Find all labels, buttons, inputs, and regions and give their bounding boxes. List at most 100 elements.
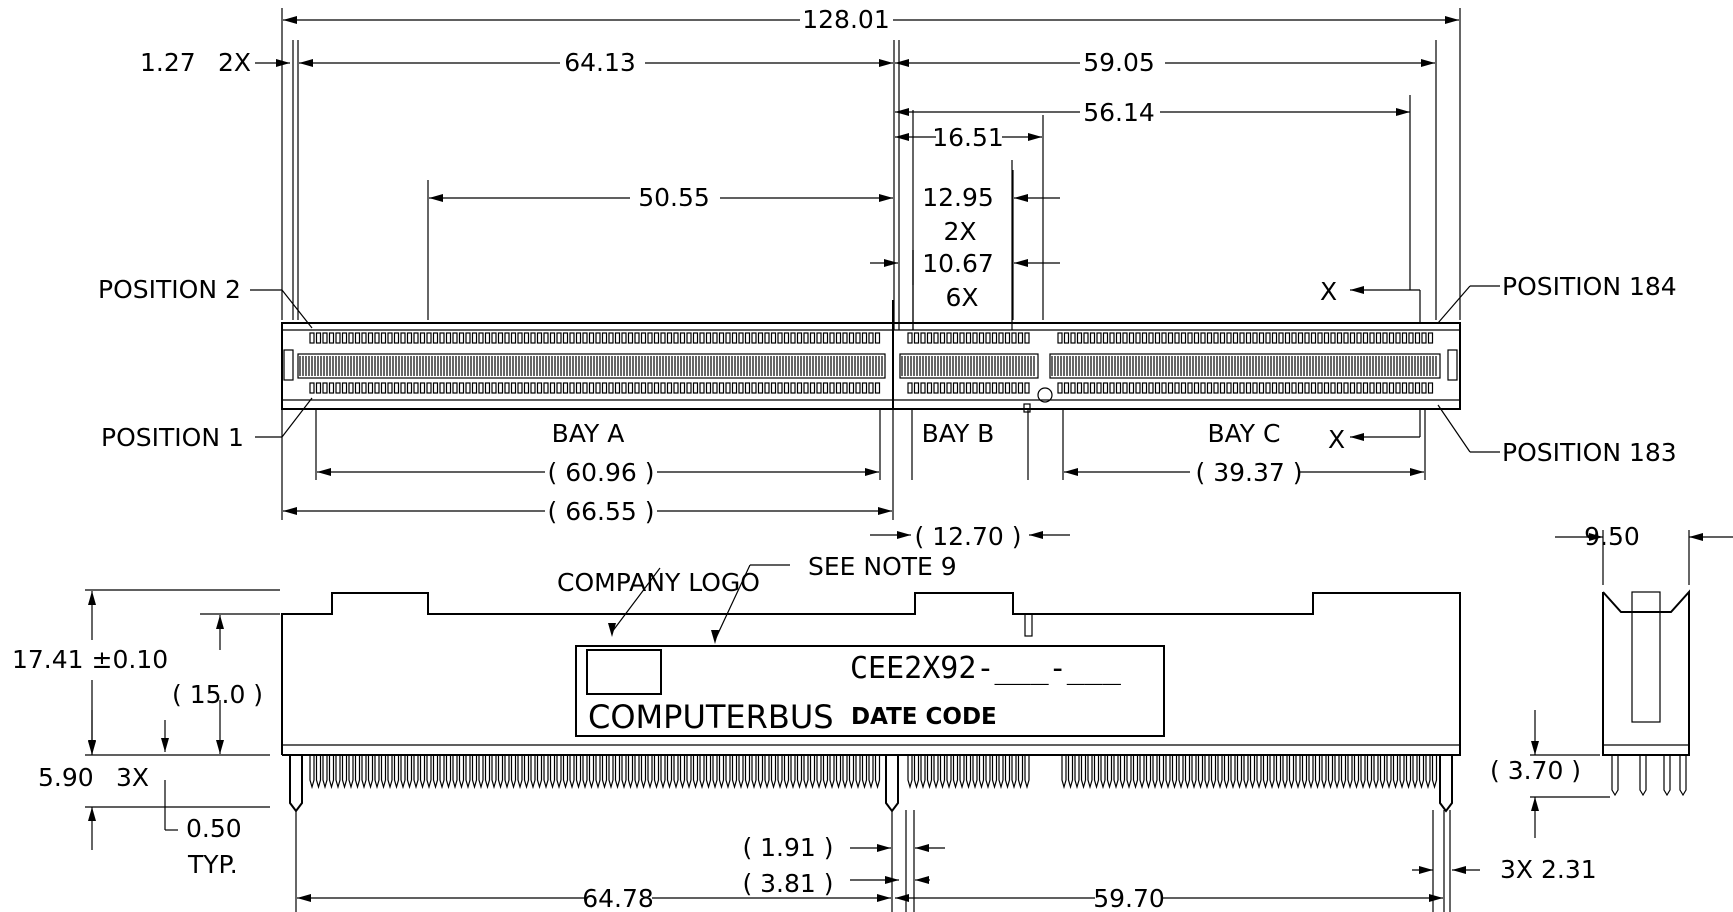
contact [335,382,341,394]
contact [562,332,569,344]
contact [946,332,952,344]
dimension-arrowhead [1589,533,1603,541]
contact [1343,332,1349,344]
pin [484,755,491,790]
front-post [1024,613,1033,637]
contact [712,382,718,394]
pin [1191,755,1197,790]
contact [530,332,536,344]
pin [491,755,497,790]
contact [991,332,998,344]
contact [705,382,712,394]
contact [374,332,380,344]
contact [1362,382,1369,394]
pin [1145,755,1152,790]
dim-bottom-right: 59.70 [1093,884,1165,912]
contact [1265,382,1271,394]
dim-qty-2x: 2X [943,217,976,246]
contact [419,332,426,344]
contact [1154,332,1161,344]
pin [1262,755,1269,790]
contact [608,332,614,344]
contact [1200,382,1206,394]
pin [406,755,413,790]
dim-12-95: 12.95 [922,183,994,212]
pin [1217,755,1223,790]
contact [1017,332,1024,344]
contact [1083,382,1089,394]
contact [725,332,731,344]
dimension-arrowhead [884,259,898,267]
dimension-arrowhead [1421,59,1435,67]
contact [1395,382,1401,394]
dim-height: 17.41 ±0.10 [12,645,168,674]
contact [1206,332,1213,344]
pin [809,755,816,790]
contact [874,332,881,344]
pin [1243,755,1249,790]
pin [1379,755,1386,790]
label-position-184: POSITION 184 [1502,272,1677,301]
contact [432,332,439,344]
contact [1017,382,1024,394]
contact [465,382,471,394]
dimension-arrowhead [895,108,909,116]
contact [913,382,920,394]
contact [660,332,666,344]
pin [816,755,822,790]
contact [1161,382,1167,394]
pin [907,755,913,790]
contact [595,382,601,394]
dimension-arrowhead [276,59,290,67]
contact [920,332,926,344]
contact [588,382,595,394]
contact [952,332,959,344]
contact [1317,382,1323,394]
contact [1115,332,1122,344]
contact [432,382,439,394]
pin [959,755,965,790]
pin [445,755,452,790]
pin [634,755,640,790]
contact [484,332,491,344]
contact [1245,332,1252,344]
dimension-arrowhead [608,623,616,637]
pin [1412,755,1418,790]
pin [842,755,848,790]
pin [965,755,972,790]
dim-key-span: 16.51 [932,123,1004,152]
front-view-pins [289,755,1453,813]
contact [718,332,725,344]
dimension-arrowhead [1445,16,1459,24]
contact [653,382,660,394]
contact [634,332,640,344]
label-bay-b: BAY B [922,419,995,448]
contact [504,332,510,344]
pin [1249,755,1256,790]
pin [1132,755,1139,790]
pin [536,755,543,790]
pin [692,755,699,790]
dimension-arrowhead [878,507,892,515]
contact [582,382,588,394]
contact [380,332,387,344]
pin [991,755,998,790]
pin [868,755,874,790]
contact [1375,332,1382,344]
contact [978,382,985,394]
pin [952,755,959,790]
pin [1405,755,1412,790]
contact [933,332,939,344]
contact [666,332,673,344]
contact [816,332,822,344]
contact [601,332,608,344]
side-slot [1631,591,1661,723]
contact [1349,382,1356,394]
contact [1278,332,1284,344]
contact [1369,382,1375,394]
contact [1414,382,1421,394]
contact [796,382,803,394]
dimension-arrowhead [1014,194,1028,202]
contact [848,382,855,394]
contact [523,382,530,394]
